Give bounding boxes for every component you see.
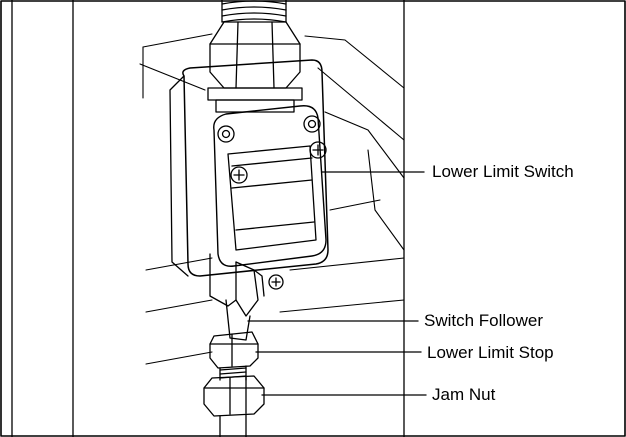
label-jam-nut: Jam Nut <box>432 385 496 404</box>
label-lower-limit-switch: Lower Limit Switch <box>432 162 574 181</box>
conduit-connector <box>207 21 303 113</box>
conduit <box>221 0 287 23</box>
limit-switch-body <box>169 59 329 290</box>
lower-limit-stop-part <box>209 331 259 369</box>
label-switch-follower: Switch Follower <box>424 311 544 330</box>
label-lower-limit-stop: Lower Limit Stop <box>427 343 554 362</box>
jam-nut-part <box>203 375 265 437</box>
mounting-bracket <box>139 33 405 365</box>
switch-follower-part <box>209 253 265 341</box>
